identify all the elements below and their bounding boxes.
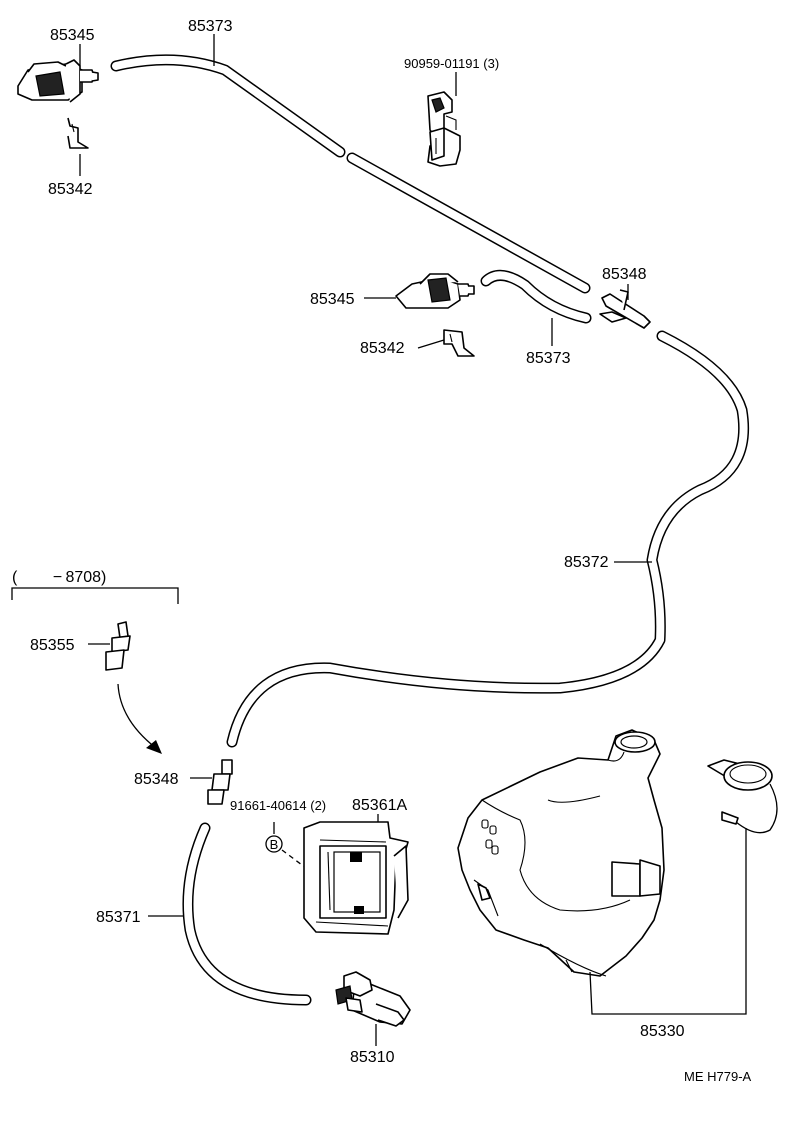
- label-90959-clip: 90959-01191 (3): [404, 56, 499, 71]
- label-91661-screw: 91661-40614 (2): [230, 798, 326, 813]
- hose-85372: [226, 330, 750, 748]
- label-85373-top: 85373: [188, 18, 233, 35]
- hose-connector-left: [105, 621, 131, 671]
- hose-joint-left: [207, 759, 233, 805]
- pump-bracket: [303, 821, 409, 935]
- washer-nozzle-top: [17, 59, 99, 103]
- washer-tank: [457, 729, 665, 977]
- leader-lines: [79, 34, 747, 1046]
- label-85371: 85371: [96, 909, 141, 926]
- washer-pump: [335, 971, 411, 1027]
- hose-85373-upper: [110, 54, 591, 294]
- label-85330: 85330: [640, 1023, 685, 1040]
- part-labels: 85345 85373 90959-01191 (3) 85342 85348 …: [12, 18, 752, 1084]
- label-ref-code: ME H779-A: [684, 1069, 752, 1084]
- label-85372: 85372: [564, 554, 609, 571]
- label-85310: 85310: [350, 1049, 395, 1066]
- label-85348-right: 85348: [602, 266, 647, 283]
- tank-cap-sensor: [707, 759, 778, 834]
- label-85355: 85355: [30, 637, 75, 654]
- washer-nozzle-mid: [395, 273, 475, 309]
- label-85345-top: 85345: [50, 27, 95, 44]
- hose-joint-right: [599, 289, 651, 329]
- label-85342-top: 85342: [48, 181, 93, 198]
- nozzle-bracket-mid: [443, 329, 475, 357]
- label-85342-mid: 85342: [360, 340, 405, 357]
- range-bracket: [11, 587, 179, 604]
- label-85348-left: 85348: [134, 771, 179, 788]
- label-85373-mid: 85373: [526, 350, 571, 367]
- hose-85371: [182, 822, 312, 1006]
- nozzle-bracket-top: [67, 117, 89, 149]
- hose-clip: [427, 91, 461, 167]
- screw-marker: B: [265, 822, 323, 881]
- screw-marker-letter: B: [270, 837, 279, 852]
- arrow-connector-to-joint: [117, 683, 162, 754]
- hose-85373-lower: [480, 269, 592, 324]
- label-85361A: 85361A: [352, 797, 407, 814]
- label-85345-mid: 85345: [310, 291, 355, 308]
- label-range-8708: ( − 8708): [12, 569, 106, 586]
